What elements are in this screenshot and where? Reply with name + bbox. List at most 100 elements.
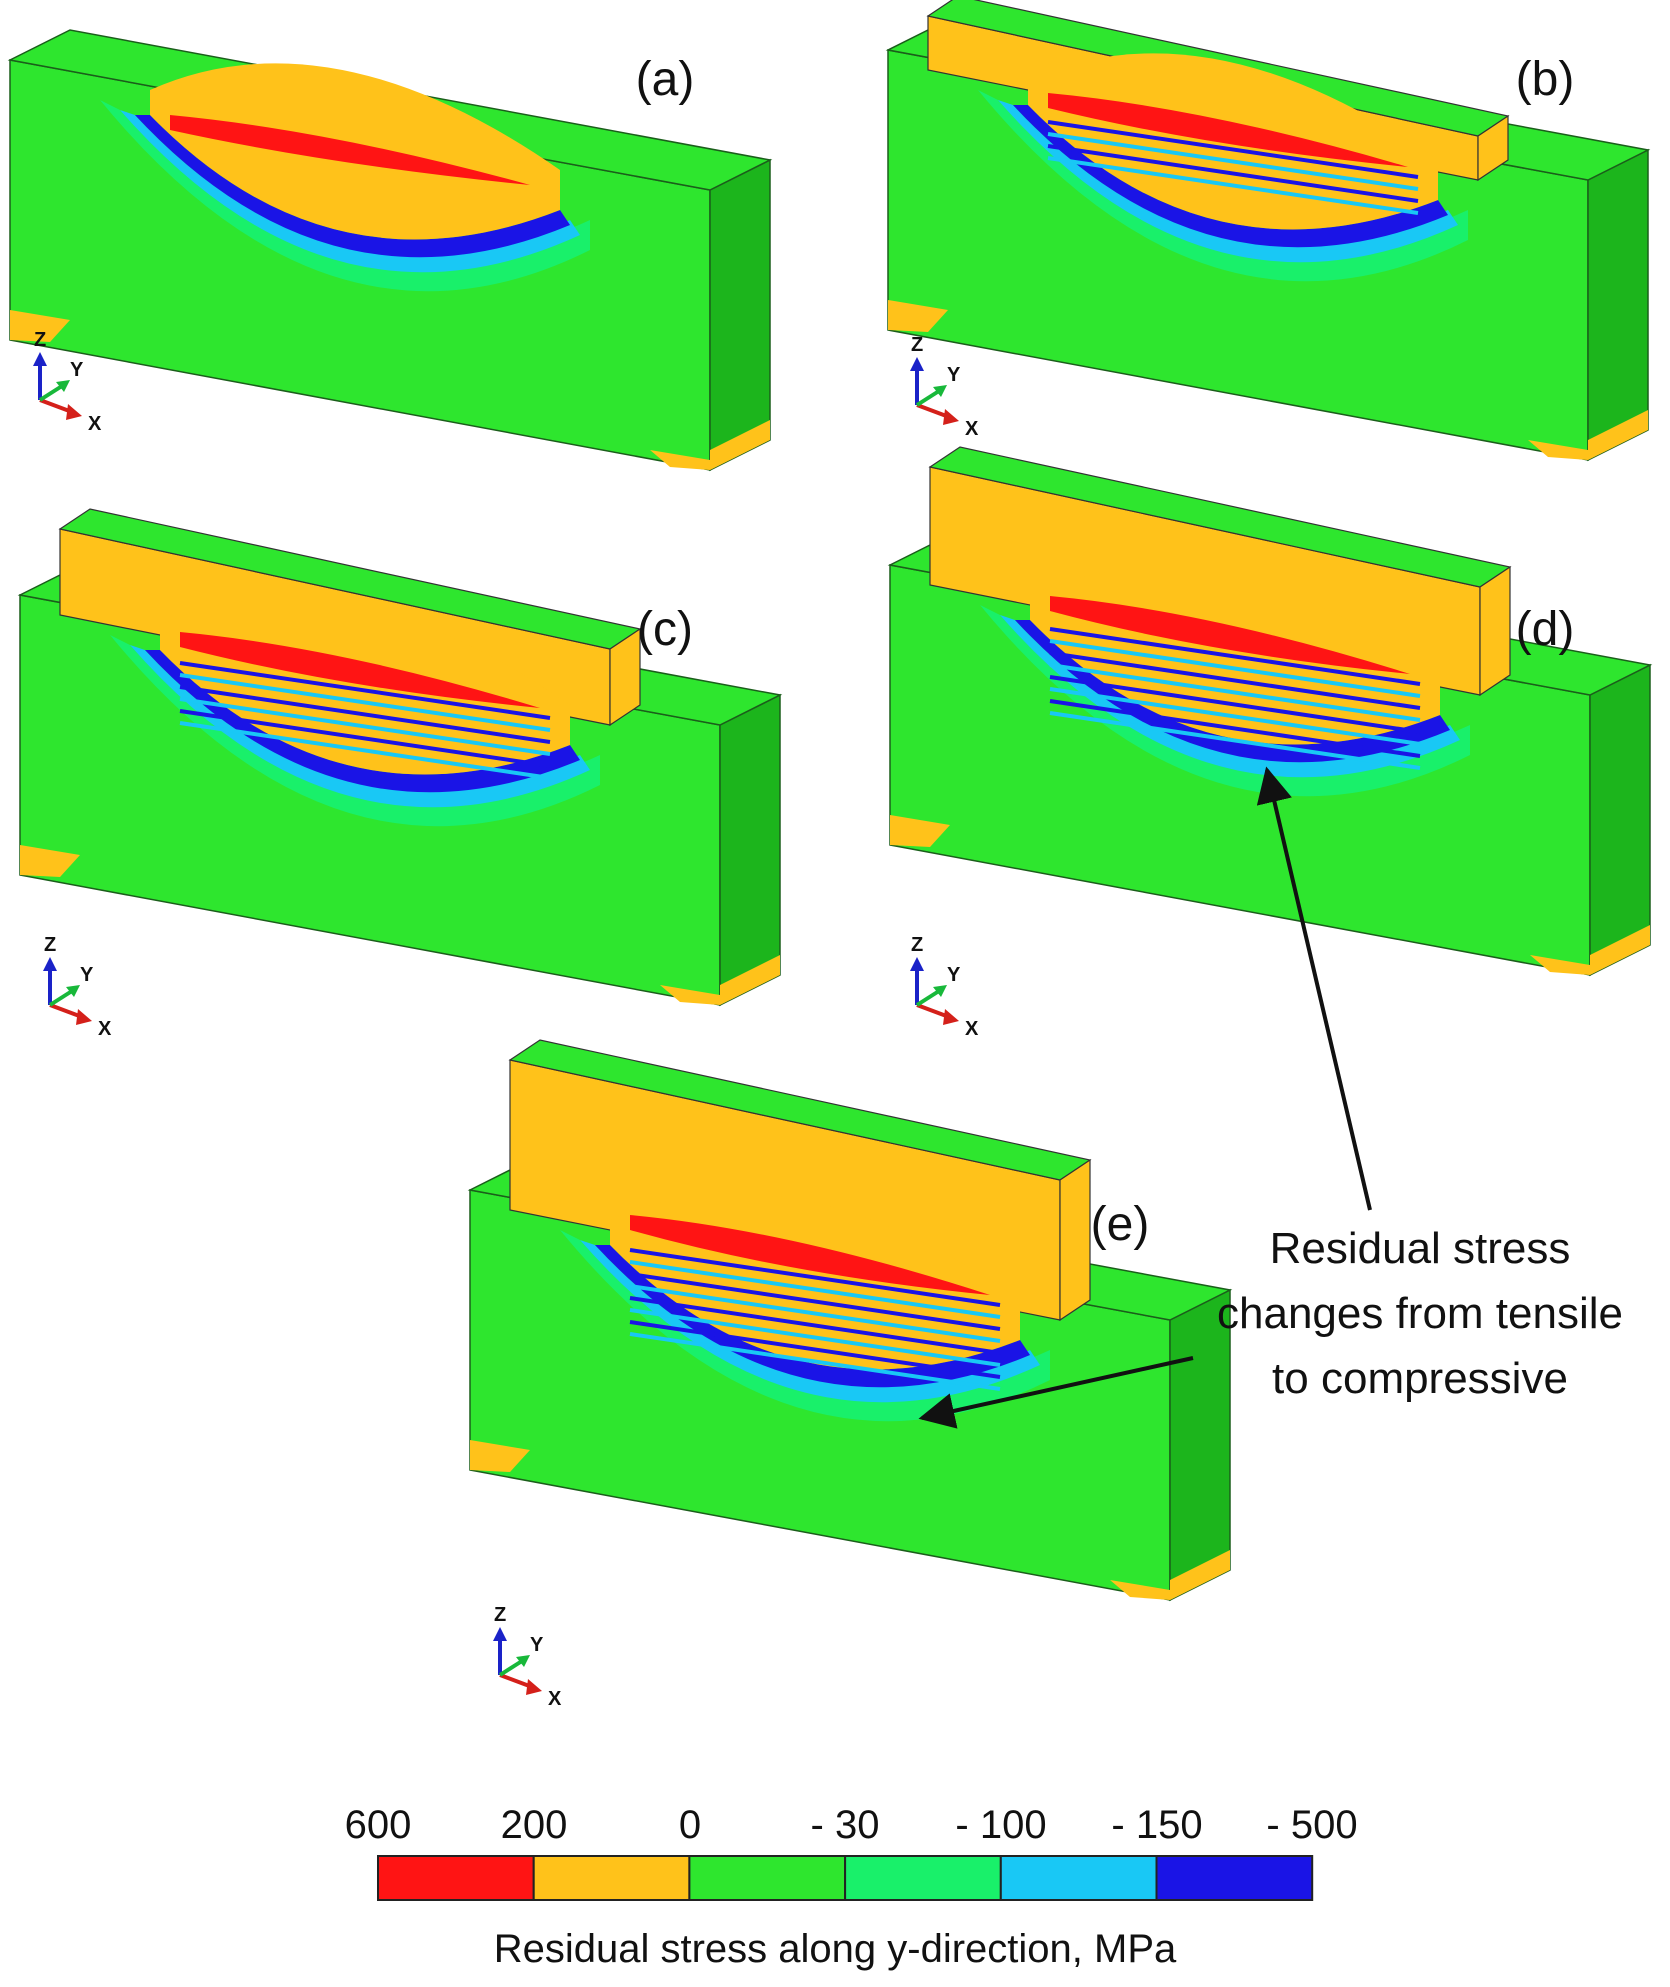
panel-b: (b)ZYX [885, 0, 1651, 462]
compressive-layer-stripe [179, 697, 551, 756]
y-axis-label: Y [947, 364, 961, 386]
stress-band-blue [1013, 105, 1448, 248]
wall-end [1477, 114, 1509, 182]
y-axis-head [933, 985, 947, 997]
coordinate-triad: ZYX [910, 934, 979, 1040]
panel-a: (a) ZYX [7, 29, 773, 472]
x-axis-label: X [98, 1018, 112, 1040]
panel-c: (c)ZYX [17, 508, 783, 1040]
panel-label: (d) [1516, 603, 1575, 656]
compressive-layer-stripe [629, 1332, 1001, 1391]
annotation-arrow-to-d [1256, 766, 1372, 1211]
stress-band-cyan [130, 645, 590, 808]
compressive-layer-stripe [629, 1260, 1001, 1319]
corner-patch [890, 815, 950, 847]
panel-e: (e) ZYX [467, 1039, 1233, 1710]
stress-band-light-green [978, 90, 1468, 282]
wall-end [609, 627, 641, 727]
coordinate-triad: ZYX [493, 1604, 562, 1710]
y-axis-arrow [38, 384, 64, 402]
z-axis-label: Z [494, 1604, 506, 1626]
legend-swatch [688, 1855, 847, 1901]
stress-band-blue [145, 650, 580, 793]
panel-label: (e) [1091, 1198, 1150, 1251]
corner-patch [1530, 955, 1590, 975]
legend-tick-6: - 500 [1266, 1803, 1357, 1847]
compressive-layer-stripe [629, 1320, 1001, 1379]
compressive-layer-stripe [179, 673, 551, 732]
x-axis-arrow [499, 1673, 533, 1689]
z-axis-head [910, 357, 924, 371]
x-axis-head [943, 1009, 959, 1025]
annotation: Residual stress changes from tensile to … [918, 766, 1623, 1429]
annotation-line-2: changes from tensile [1217, 1289, 1623, 1338]
legend-tick-1: 200 [501, 1803, 568, 1847]
annotation-line-1: Residual stress [1270, 1224, 1571, 1273]
legend-title: Residual stress along y-direction, MPa [494, 1927, 1177, 1971]
compressive-layer-stripe [179, 709, 551, 768]
compressive-layer-stripe [629, 1284, 1001, 1343]
compressive-layer-stripe [1049, 663, 1421, 722]
legend-swatch [844, 1855, 1002, 1901]
z-axis-label: Z [44, 934, 56, 956]
x-axis-label: X [88, 413, 102, 435]
panel-label: (b) [1516, 53, 1575, 106]
compressive-layer-stripe [1049, 627, 1421, 686]
stress-band-cyan [998, 100, 1458, 263]
z-axis-head [43, 957, 57, 971]
y-axis-label: Y [947, 964, 961, 986]
x-axis-arrow [916, 1003, 950, 1019]
y-axis-arrow [498, 1659, 524, 1677]
z-axis-label: Z [911, 334, 923, 356]
y-axis-arrow [915, 389, 941, 407]
legend-tick-4: - 100 [955, 1803, 1046, 1847]
corner-patch [720, 955, 780, 1005]
z-axis-head [33, 352, 47, 366]
x-axis-label: X [548, 1688, 562, 1710]
corner-patch [1170, 1550, 1230, 1600]
coordinate-triad: ZYX [910, 334, 979, 440]
stress-band-light-green [100, 100, 590, 292]
stress-band-cyan [120, 110, 580, 273]
stress-band-blue [135, 115, 570, 258]
stress-band-red [630, 1215, 990, 1295]
corner-patch [1588, 410, 1648, 460]
corner-patch [1590, 925, 1650, 975]
legend-swatches [377, 1855, 1314, 1901]
legend-tick-0: 600 [345, 1803, 412, 1847]
y-axis-arrow [915, 989, 941, 1007]
y-axis-head [516, 1655, 530, 1667]
compressive-layer-stripe [1049, 699, 1421, 758]
x-axis-label: X [965, 1018, 979, 1040]
compressive-layer-stripe [1047, 120, 1419, 179]
block-side-face [1589, 663, 1651, 977]
coordinate-triad: ZYX [33, 329, 102, 435]
legend-tick-2: 0 [679, 1803, 701, 1847]
corner-patch [660, 985, 720, 1005]
y-axis-arrow [48, 989, 74, 1007]
x-axis-head [76, 1009, 92, 1025]
annotation-arrow-to-e [918, 1356, 1194, 1429]
compressive-layer-stripe [1049, 675, 1421, 734]
corner-patch [1528, 440, 1588, 460]
stress-band-cyan [580, 1240, 1040, 1403]
corner-patch [470, 1440, 530, 1472]
x-axis-head [943, 409, 959, 425]
z-axis-label: Z [34, 329, 46, 351]
x-axis-arrow [39, 398, 73, 414]
compressive-layer-stripe [179, 685, 551, 744]
corner-patch [888, 300, 948, 332]
x-axis-arrow [916, 403, 950, 419]
x-axis-arrow [49, 1003, 83, 1019]
block-side-face [719, 693, 781, 1007]
panel-label: (a) [636, 53, 695, 106]
stress-band-light-green [980, 605, 1470, 797]
color-legend: 600 200 0 - 30 - 100 - 150 - 500 Residua… [345, 1803, 1358, 1971]
compressive-layer-stripe [179, 721, 551, 780]
compressive-layer-stripe [1049, 711, 1421, 770]
compressive-layer-stripe [1049, 639, 1421, 698]
compressive-layer-stripe [1049, 651, 1421, 710]
y-axis-head [66, 985, 80, 997]
compressive-layer-stripe [1047, 156, 1419, 215]
legend-swatch [1155, 1855, 1314, 1901]
